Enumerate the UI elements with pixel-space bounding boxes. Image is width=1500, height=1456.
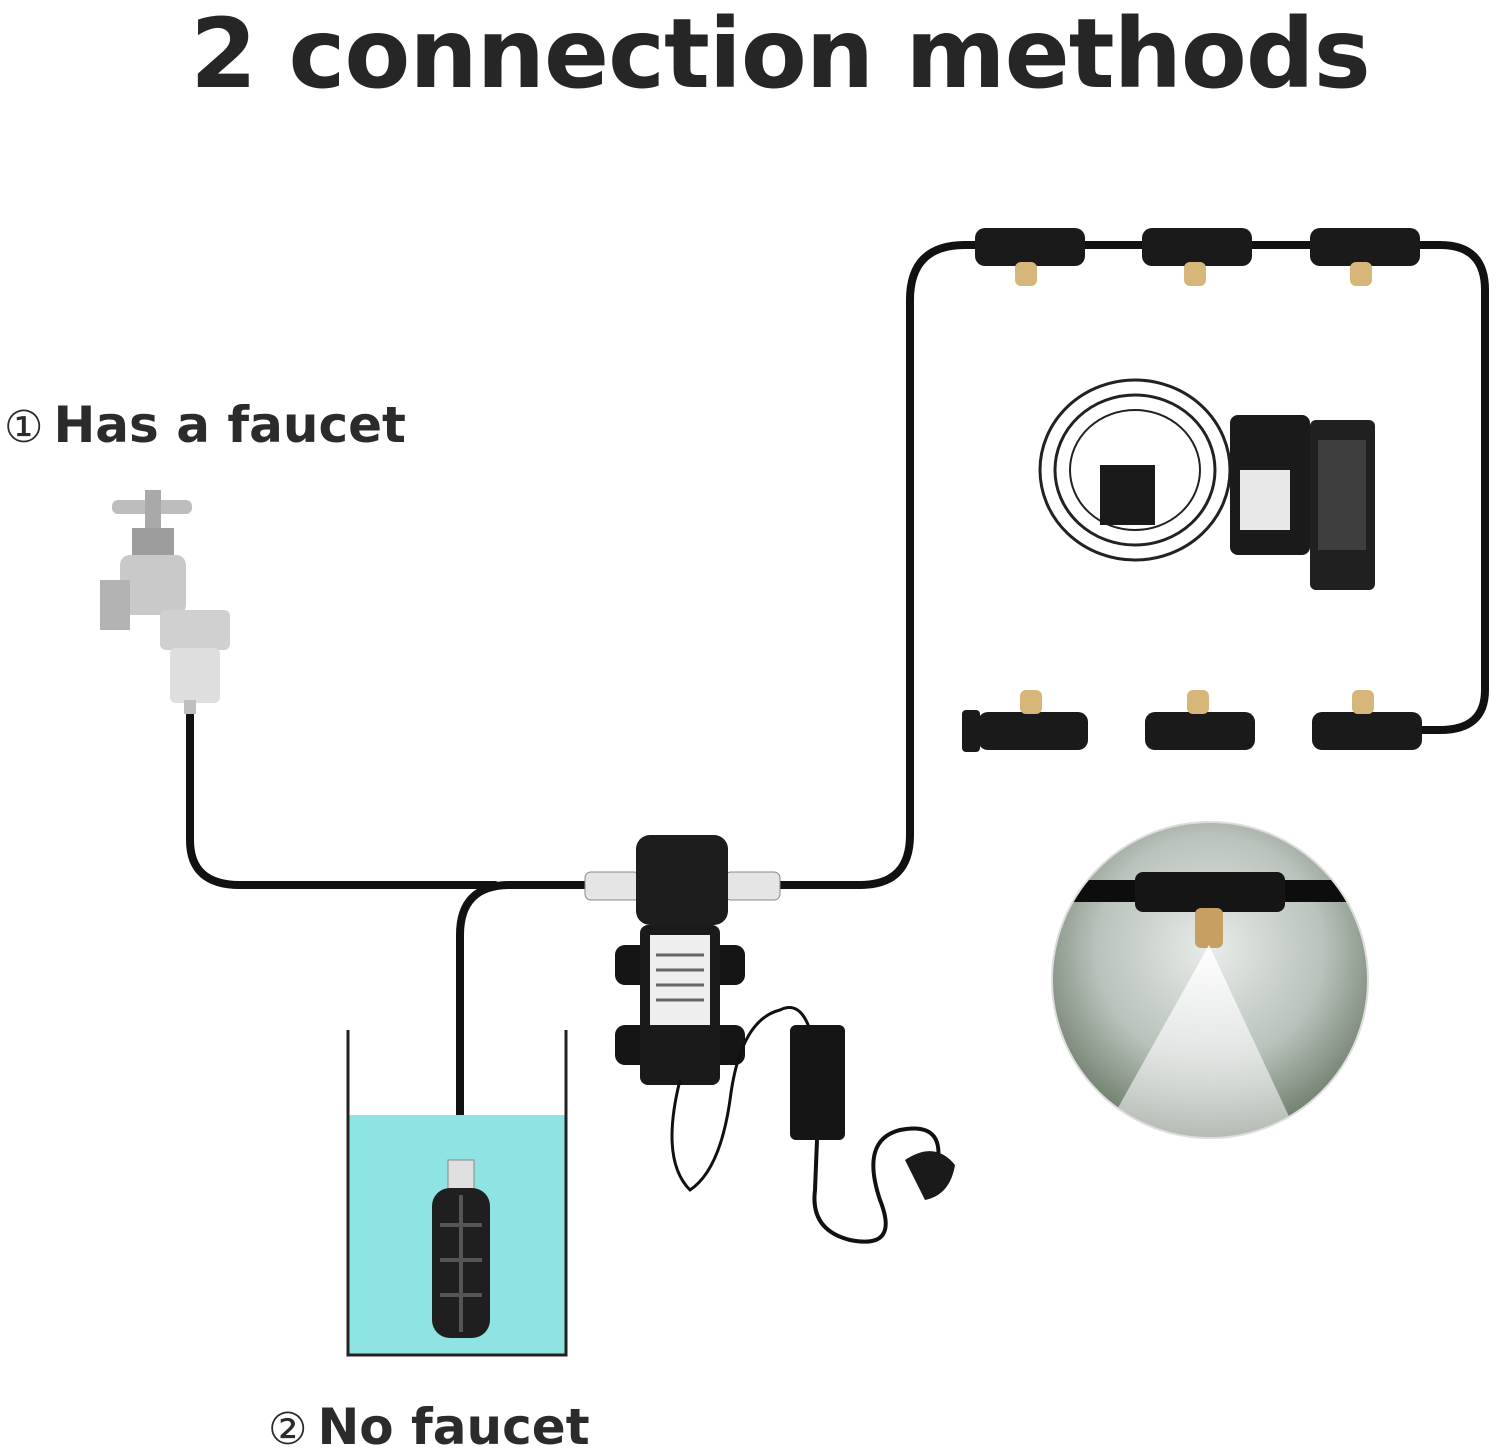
faucet-icon xyxy=(100,490,230,714)
method-2-marker: ② xyxy=(268,1404,308,1455)
power-adapter-icon xyxy=(670,1006,955,1244)
method-2-text: No faucet xyxy=(317,1398,590,1456)
hose-line xyxy=(186,241,1489,1169)
page-title: 2 connection methods xyxy=(190,0,1370,110)
mist-closeup-photo xyxy=(1051,821,1369,1139)
top-nozzle-row xyxy=(975,228,1420,286)
method-1-text: Has a faucet xyxy=(53,396,406,454)
product-kit-photo xyxy=(1038,378,1375,590)
pump-icon xyxy=(584,835,781,1085)
water-tank-icon xyxy=(346,1030,568,1357)
bottom-nozzle-row xyxy=(962,690,1422,752)
method-1-marker: ① xyxy=(4,402,44,453)
